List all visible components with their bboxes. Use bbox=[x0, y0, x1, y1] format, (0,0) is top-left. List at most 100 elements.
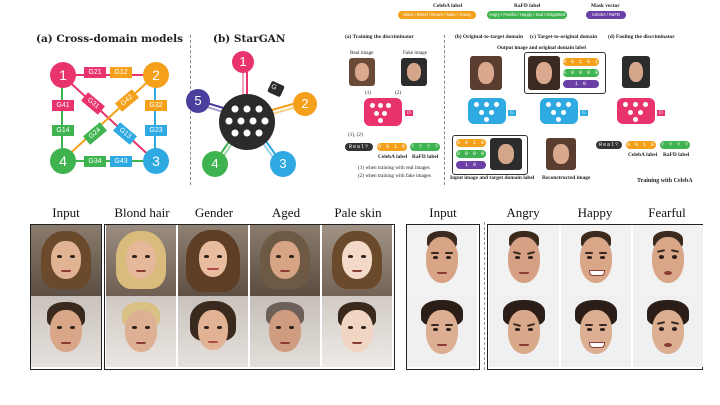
vec-input-mask: 1 0 bbox=[456, 161, 486, 169]
stargan-title: (b) StarGAN bbox=[213, 33, 286, 45]
reconstructed-thumb bbox=[546, 138, 576, 170]
face-rafd-r2-input bbox=[407, 296, 477, 367]
rafd-label-a: RaFD label bbox=[412, 154, 439, 160]
note-2: (2) when training with fake images bbox=[358, 173, 431, 179]
face-r2-blond bbox=[106, 296, 176, 367]
face-r1-aged bbox=[250, 225, 320, 296]
col-angry: Angry bbox=[506, 205, 540, 220]
col-fearful: Fearful bbox=[648, 205, 686, 220]
discriminator-block-d bbox=[617, 98, 655, 124]
g-label-c: G bbox=[580, 110, 588, 116]
star-node-4: 4 bbox=[202, 151, 228, 177]
face-rafd-r2-fearful bbox=[633, 296, 703, 367]
celeba-label-a: CelebA label bbox=[378, 154, 408, 160]
fake-image-label: Fake image bbox=[403, 50, 428, 56]
real-q-a: Real? bbox=[345, 143, 373, 151]
edge-2-4 bbox=[61, 74, 156, 162]
reconstructed-label: Reconstructed image bbox=[542, 175, 591, 181]
generator-block-c bbox=[540, 98, 578, 124]
real-q-d: Real? bbox=[596, 141, 622, 149]
real-image-thumb bbox=[349, 58, 375, 86]
step-a-label: (a) Training the discriminator bbox=[345, 34, 414, 40]
d-label-d: D bbox=[657, 110, 665, 116]
rafd-label-d: RaFD label bbox=[663, 152, 690, 158]
face-r1-blond bbox=[106, 225, 176, 296]
face-rafd-r2-angry bbox=[489, 296, 559, 367]
step-b-label: (b) Original-to-target domain bbox=[455, 34, 523, 40]
face-rafd-r1-input bbox=[407, 225, 477, 296]
face-r2-aged bbox=[250, 296, 320, 367]
results-divider bbox=[484, 222, 485, 370]
fake-image-thumb bbox=[401, 58, 427, 86]
celeba-input-frame bbox=[30, 224, 102, 370]
vec-rafd-a: ? ? ? ? ? bbox=[410, 143, 440, 158]
col-gender: Gender bbox=[194, 205, 234, 220]
vec-input-rafd: 0 0 0 0 0 bbox=[456, 150, 486, 165]
node-4: 4 bbox=[50, 148, 76, 174]
node-2: 2 bbox=[143, 62, 169, 88]
legend-celeba-pill: Black / Blond / Brown / Male / Young bbox=[398, 11, 476, 19]
mark-1: (1) bbox=[365, 90, 372, 96]
d-label: D bbox=[405, 110, 413, 116]
mark-12: (1), (2) bbox=[348, 132, 363, 138]
edge-label-g41: G41 bbox=[52, 100, 74, 111]
mark-2: (2) bbox=[395, 90, 402, 96]
node-1: 1 bbox=[50, 62, 76, 88]
col-pale-skin: Pale skin bbox=[334, 205, 382, 220]
face-r1-pale bbox=[322, 225, 392, 296]
legend-celeba-title: CelebA label bbox=[433, 3, 463, 9]
face-r2-pale bbox=[322, 296, 392, 367]
note-1: (1) when training with real images bbox=[358, 165, 430, 171]
face-r2-input bbox=[31, 296, 101, 367]
cross-domain-graph bbox=[61, 74, 156, 162]
star-node-3: 3 bbox=[270, 151, 296, 177]
face-rafd-r2-happy bbox=[561, 296, 631, 367]
edge-label-g23: G23 bbox=[145, 125, 167, 136]
vec-celeba-a: 0 0 1 0 1 bbox=[377, 143, 407, 158]
col-input-rafd: Input bbox=[429, 205, 457, 220]
cross-domain-title: (a) Cross-domain models bbox=[36, 33, 184, 45]
celeba-label-d: CelebA label bbox=[628, 152, 658, 158]
vec-rafd-d: ? ? ? ? ? bbox=[660, 141, 690, 156]
step-d-label: (d) Fooling the discriminator bbox=[608, 34, 675, 40]
fake-thumb-d bbox=[622, 56, 650, 88]
col-blond-hair: Blond hair bbox=[114, 205, 170, 220]
celeba-output-frame bbox=[104, 224, 395, 370]
col-happy: Happy bbox=[577, 205, 613, 220]
legend-mask-pill: CelebA / RaFD bbox=[586, 11, 626, 19]
discriminator-block bbox=[364, 98, 402, 126]
rafd-input-frame bbox=[406, 224, 480, 370]
face-rafd-r1-angry bbox=[489, 225, 559, 296]
step-c-label: (c) Target-to-original domain bbox=[530, 34, 598, 40]
generator-block-b bbox=[468, 98, 506, 124]
edge-label-g43: G43 bbox=[110, 156, 132, 167]
training-footer: Training with CelebA bbox=[637, 178, 693, 184]
node-3: 3 bbox=[143, 148, 169, 174]
edge-label-g34: G34 bbox=[84, 156, 106, 167]
real-image-label: Real image bbox=[350, 50, 374, 56]
legend-rafd-title: RaFD label bbox=[514, 3, 541, 9]
face-rafd-r1-happy bbox=[561, 225, 631, 296]
edge-label-g32: G32 bbox=[145, 100, 167, 111]
legend-mask-title: Mask vector bbox=[591, 3, 620, 9]
col-input-celeba: Input bbox=[52, 205, 80, 220]
input-box bbox=[452, 135, 528, 175]
g-label-b: G bbox=[508, 110, 516, 116]
vec-output-mask: 1 0 bbox=[563, 80, 599, 88]
input-thumb-b bbox=[470, 56, 502, 90]
star-node-2: 2 bbox=[293, 92, 317, 116]
training-divider bbox=[444, 35, 445, 185]
star-node-5: 5 bbox=[186, 89, 210, 113]
output-thumb-b bbox=[528, 56, 560, 90]
face-r1-gender bbox=[178, 225, 248, 296]
output-label: Output image and original domain label bbox=[497, 45, 586, 51]
vec-celeba-d: 0 0 1 0 1 bbox=[626, 141, 656, 156]
input-thumb-target bbox=[490, 138, 522, 170]
input-label: Input image and target domain label bbox=[450, 175, 535, 181]
face-r2-gender bbox=[178, 296, 248, 367]
vec-input-celeba: 0 0 1 0 1 bbox=[456, 139, 486, 154]
vec-output-celeba: 0 0 1 0 1 bbox=[563, 58, 600, 66]
edge-label-g14: G14 bbox=[52, 125, 74, 136]
legend-rafd-pill: Angry / Fearful / Happy / Sad / Disguste… bbox=[487, 11, 567, 19]
edge-label-g12: G12 bbox=[110, 67, 132, 78]
